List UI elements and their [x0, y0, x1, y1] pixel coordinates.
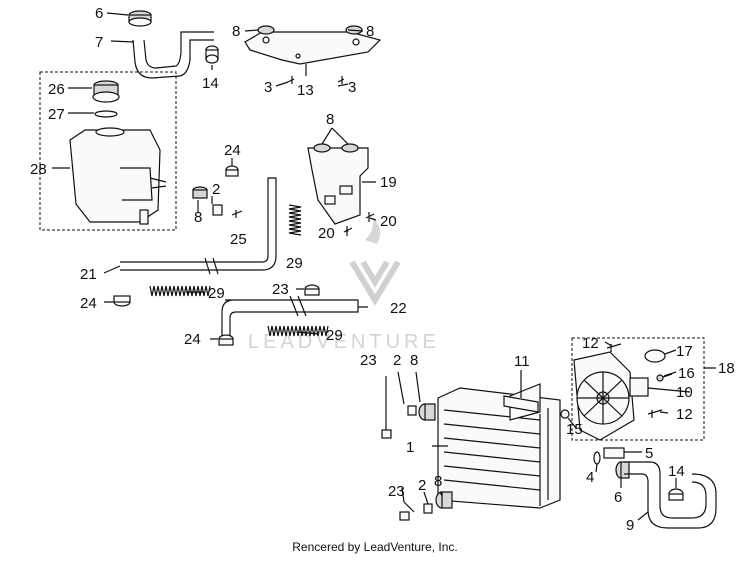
grommet-8-top [418, 403, 436, 421]
callout-label: 8 [410, 352, 418, 369]
callout-label: 9 [626, 517, 634, 534]
bracket-19 [307, 143, 375, 236]
bolt-12-top [606, 343, 622, 352]
callout-label: 29 [326, 327, 343, 344]
clamp-23-a [304, 284, 320, 296]
bolt-25 [231, 210, 243, 218]
callout-label: 23 [272, 281, 289, 298]
spacer-2-a [212, 204, 223, 216]
callout-label: 8 [194, 209, 202, 226]
callout-label: 12 [676, 406, 693, 423]
callout-label: 11 [514, 353, 530, 370]
callout-label: 5 [645, 445, 653, 462]
reservoir-tank-28 [69, 80, 167, 225]
callout-label: 8 [326, 111, 334, 128]
callout-label: 13 [297, 82, 314, 99]
callout-label: 17 [676, 343, 693, 360]
clamp-24-b [113, 295, 131, 307]
callout-label: 12 [582, 335, 599, 352]
spring-29-b [149, 285, 211, 297]
bolt-23-bottom [399, 501, 415, 521]
callout-label: 21 [80, 266, 97, 283]
hose-22 [221, 295, 359, 341]
bolt-12-bottom [647, 409, 663, 418]
callout-label: 25 [230, 231, 247, 248]
hose-21 [120, 177, 277, 275]
clamp-14-bottom [668, 488, 684, 501]
callout-label: 2 [393, 352, 401, 369]
callout-label: 18 [718, 360, 735, 377]
callout-label: 6 [614, 489, 622, 506]
fan-10 [573, 351, 649, 441]
callout-label: 8 [232, 23, 240, 40]
callout-label: 2 [418, 477, 426, 494]
callout-label: 8 [434, 473, 442, 490]
clamp-24-c [218, 334, 234, 346]
leader-lines [52, 12, 716, 521]
clamp-14-top [205, 45, 219, 64]
callout-label: 4 [586, 469, 594, 486]
callout-label: 24 [224, 142, 241, 159]
callout-label: 3 [264, 79, 272, 96]
callout-label: 29 [286, 255, 303, 272]
hose-7 [132, 31, 214, 79]
fitting-5 [603, 447, 625, 459]
callout-label: 1 [406, 439, 414, 456]
grommet-8-a [192, 186, 208, 199]
callout-label: 28 [30, 161, 47, 178]
callout-label: 26 [48, 81, 65, 98]
callout-label: 24 [80, 295, 97, 312]
callout-label: 6 [95, 5, 103, 22]
callout-label: 8 [366, 23, 374, 40]
callout-label: 14 [202, 75, 219, 92]
bolt-16 [656, 373, 673, 382]
bolt-23-top [381, 376, 392, 439]
ring-17 [644, 349, 666, 363]
callout-label: 23 [360, 352, 377, 369]
spacer-2-bottom [423, 503, 433, 514]
clamp-6 [128, 10, 152, 27]
callout-label: 10 [676, 384, 693, 401]
grommet-8-bottom [435, 491, 453, 509]
spacer-2-top [407, 405, 417, 416]
leadventure-watermark: LEADVENTURE [248, 218, 440, 353]
watermark-text: LEADVENTURE [248, 331, 440, 353]
callout-label: 29 [208, 285, 225, 302]
clamp-6-bottom [615, 461, 630, 479]
bracket-11 [503, 395, 539, 413]
callout-label: 7 [95, 34, 103, 51]
bracket-13 [244, 25, 382, 84]
hose-9 [624, 461, 717, 529]
callout-label: 16 [678, 365, 695, 382]
callout-label: 27 [48, 106, 65, 123]
fan-group-box [571, 337, 705, 441]
spring-29-c [267, 325, 329, 337]
washer-4 [593, 451, 601, 465]
clamp-24-a [225, 165, 239, 177]
callout-label: 2 [212, 181, 220, 198]
callout-label: 19 [380, 174, 397, 191]
callout-label: 23 [388, 483, 405, 500]
footer-credit: Rencered by LeadVenture, Inc. [292, 540, 458, 554]
callout-label: 24 [184, 331, 201, 348]
callout-labels: 6 7 8 8 14 3 13 3 26 27 28 8 24 19 2 8 2… [30, 5, 735, 534]
reservoir-group-box [39, 71, 177, 231]
callout-label: 22 [390, 300, 407, 317]
radiator-1 [437, 383, 561, 509]
spring-29-a [288, 204, 302, 236]
callout-label: 20 [318, 225, 335, 242]
nut-15 [560, 409, 570, 419]
callout-label: 20 [380, 213, 397, 230]
callout-label: 14 [668, 463, 685, 480]
callout-label: 3 [348, 79, 356, 96]
callout-label: 15 [566, 421, 583, 438]
